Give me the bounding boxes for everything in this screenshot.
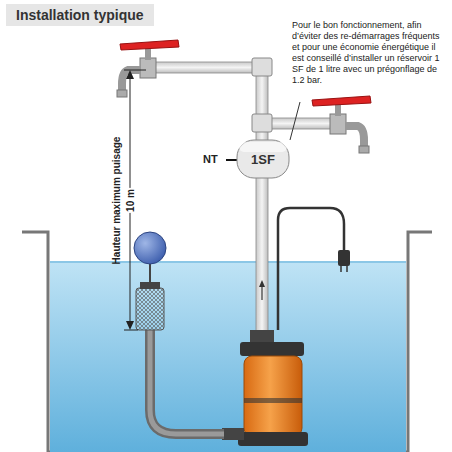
dimension-label: Hauteur maximum puisage (112, 136, 123, 264)
note-text: Pour le bon fonctionnement, afin d’évite… (292, 20, 444, 86)
title-banner: Installation typique (6, 4, 154, 26)
tank-label: 1SF (251, 152, 275, 167)
dimension-value: 10 m (124, 188, 135, 213)
fitting-label: NT (203, 153, 218, 165)
tank-shape: 1SF (236, 138, 290, 180)
